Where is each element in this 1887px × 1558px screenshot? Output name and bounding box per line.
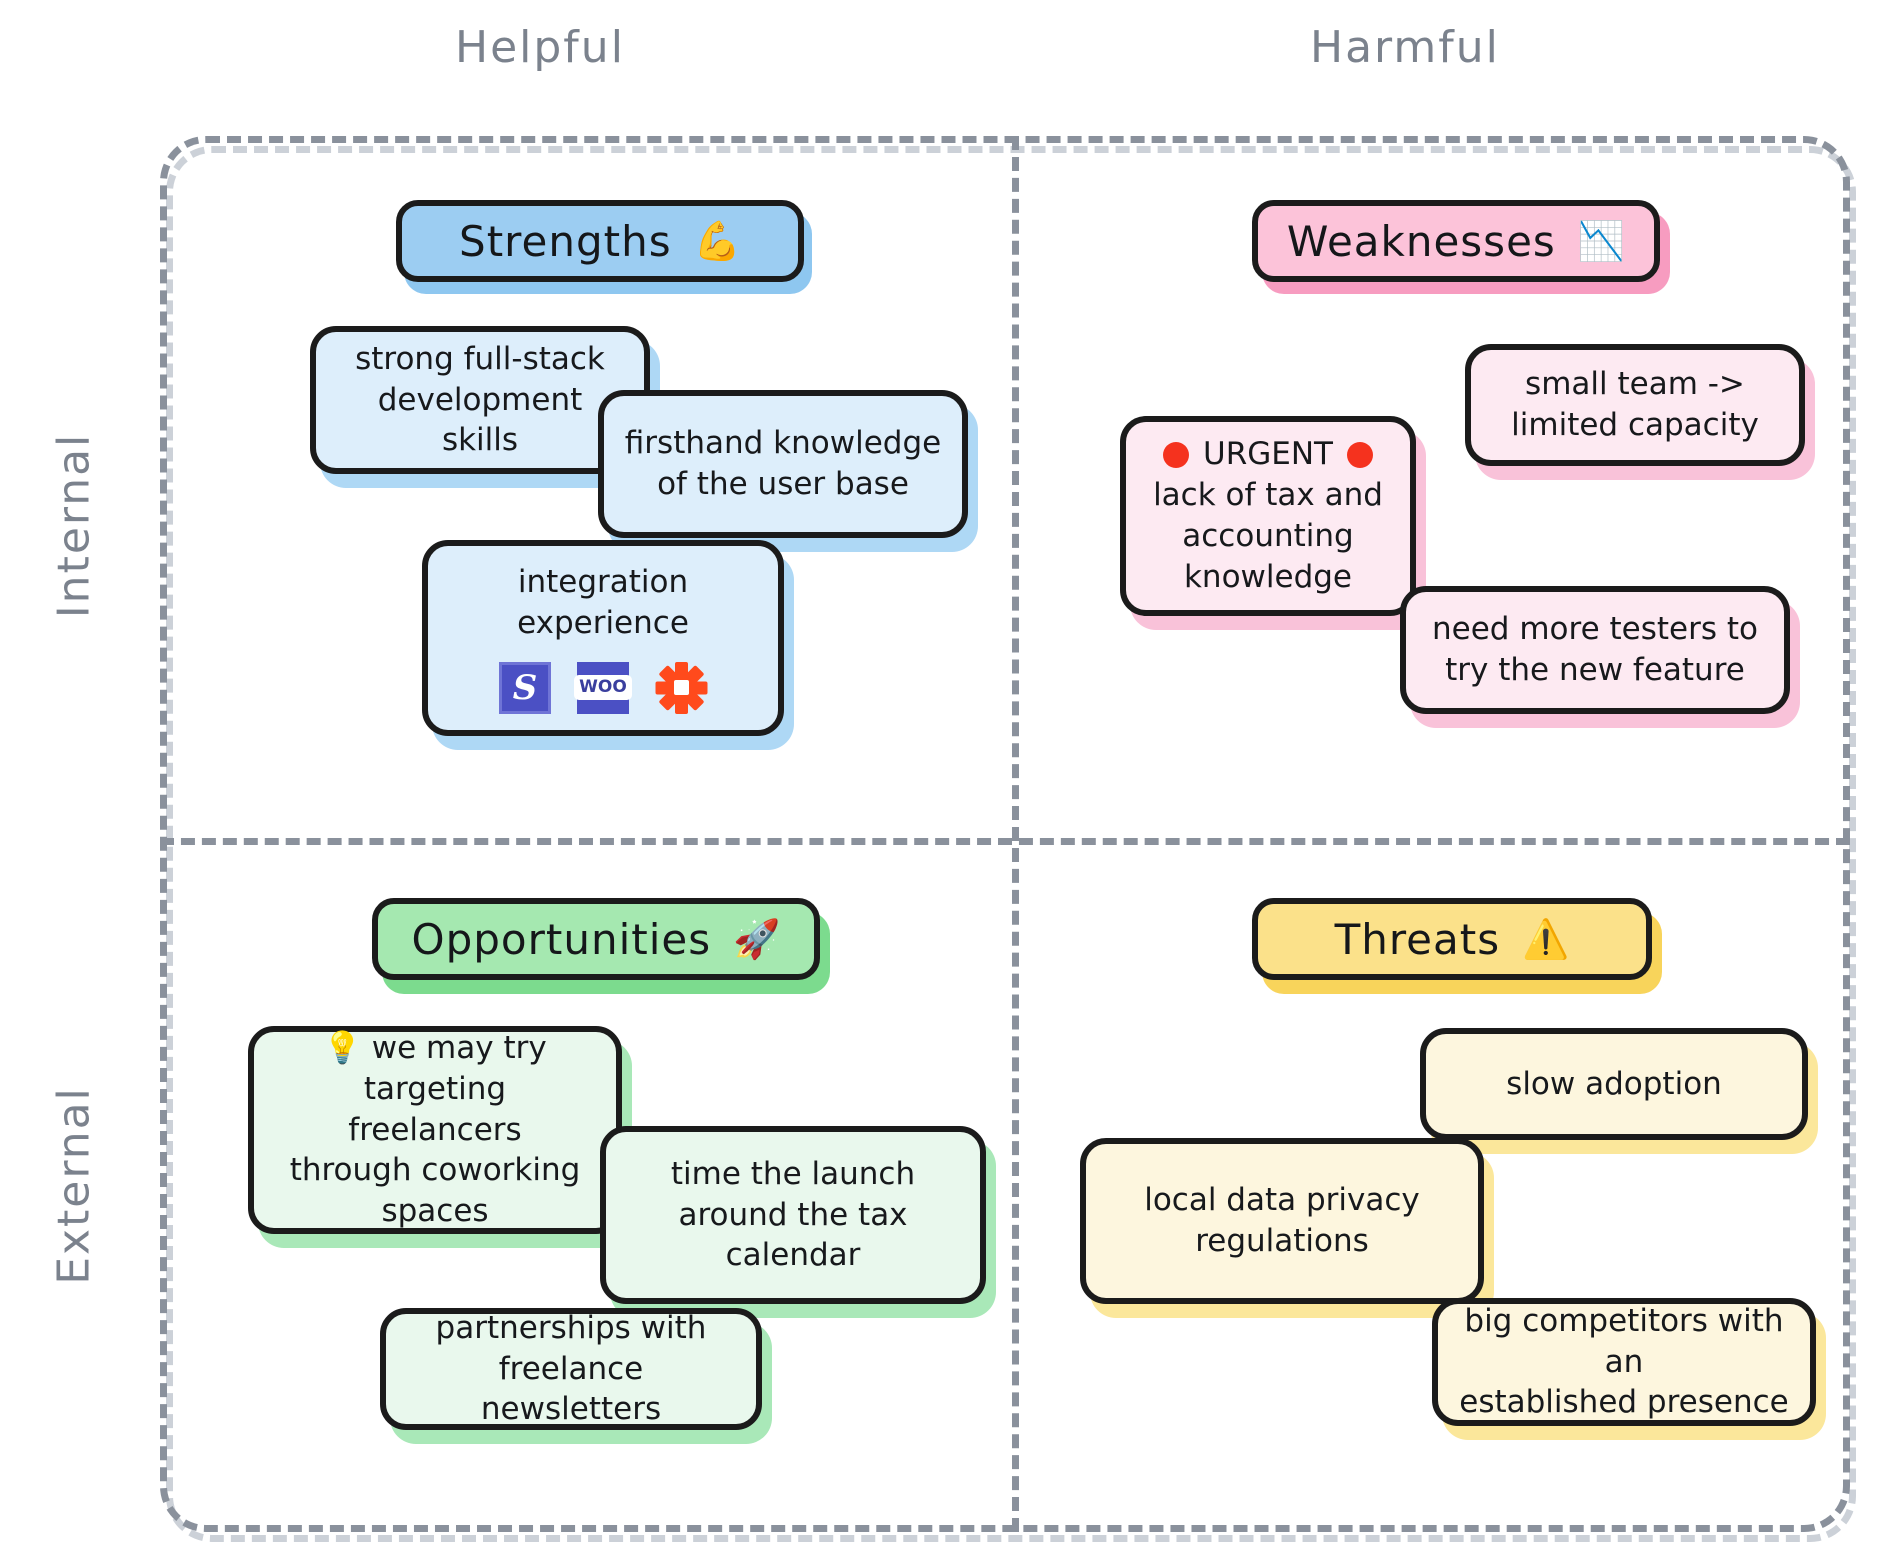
card-weakness-testers[interactable]: need more testers to try the new feature [1400,586,1790,714]
quadrant-header-weaknesses[interactable]: Weaknesses 📉 [1252,200,1660,282]
card-text: firsthand knowledge of the user base [624,425,942,502]
quadrant-divider-horizontal [160,838,1850,845]
quadrant-header-opportunities[interactable]: Opportunities 🚀 [372,898,820,980]
card-opportunity-tax-calendar[interactable]: time the launch around the tax calendar [600,1126,986,1304]
quadrant-title-weaknesses: Weaknesses [1286,216,1556,266]
quadrant-header-strengths[interactable]: Strengths 💪 [396,200,804,282]
axis-label-external: External [48,1086,100,1285]
urgent-label: URGENT [1203,436,1333,473]
quadrant-divider-vertical [1012,136,1019,1532]
card-text: strong full-stack development skills [355,340,605,459]
card-text: targeting freelancers through coworking … [289,1070,581,1230]
card-text: integration experience [517,564,689,641]
card-strength-user-knowledge[interactable]: firsthand knowledge of the user base [598,390,968,538]
quadrant-title-strengths: Strengths [459,216,672,266]
woocommerce-logo-icon: WOO [574,661,632,714]
card-threat-slow-adoption[interactable]: slow adoption [1420,1028,1808,1140]
card-text: time the launch around the tax calendar [670,1155,916,1274]
swot-frame [160,136,1850,1532]
card-threat-big-competitors[interactable]: big competitors with an established pres… [1432,1298,1816,1426]
card-text: partnerships with freelance newsletters [435,1309,707,1428]
card-first-line: 💡 we may try [323,1029,547,1066]
card-text: lack of tax and accounting knowledge [1153,477,1383,595]
card-text: slow adoption [1506,1065,1722,1102]
stripe-logo-icon: S [499,661,551,714]
chart-decreasing-icon: 📉 [1577,219,1626,263]
card-text: big competitors with an established pres… [1459,1302,1789,1421]
integration-logo-row: S WOO [499,661,707,714]
card-text: small team -> limited capacity [1511,366,1759,443]
card-weakness-tax-knowledge[interactable]: URGENT lack of tax and accounting knowle… [1120,416,1416,616]
card-urgent-line: URGENT [1163,434,1373,475]
axis-label-harmful: Harmful [1310,22,1500,73]
card-text: need more testers to try the new feature [1432,611,1758,688]
card-strength-fullstack[interactable]: strong full-stack development skills [310,326,650,474]
quadrant-title-opportunities: Opportunities [411,914,712,964]
card-strength-integrations[interactable]: integration experience S WOO [422,540,784,736]
axis-label-internal: Internal [48,432,100,619]
card-opportunity-freelancers[interactable]: 💡 we may try targeting freelancers throu… [248,1026,622,1234]
flexed-biceps-icon: 💪 [693,219,741,263]
card-text: local data privacy regulations [1144,1182,1420,1259]
red-circle-icon [1163,441,1190,468]
card-opportunity-newsletters[interactable]: partnerships with freelance newsletters [380,1308,762,1430]
axis-label-helpful: Helpful [455,22,625,73]
quadrant-header-threats[interactable]: Threats ⚠️ [1252,898,1652,980]
warning-triangle-icon: ⚠️ [1522,917,1570,961]
zapier-logo-icon [655,661,707,714]
red-circle-icon [1346,441,1373,468]
quadrant-title-threats: Threats [1334,914,1501,964]
rocket-icon: 🚀 [733,917,781,961]
card-weakness-small-team[interactable]: small team -> limited capacity [1465,344,1805,466]
card-threat-privacy-regulations[interactable]: local data privacy regulations [1080,1138,1484,1304]
